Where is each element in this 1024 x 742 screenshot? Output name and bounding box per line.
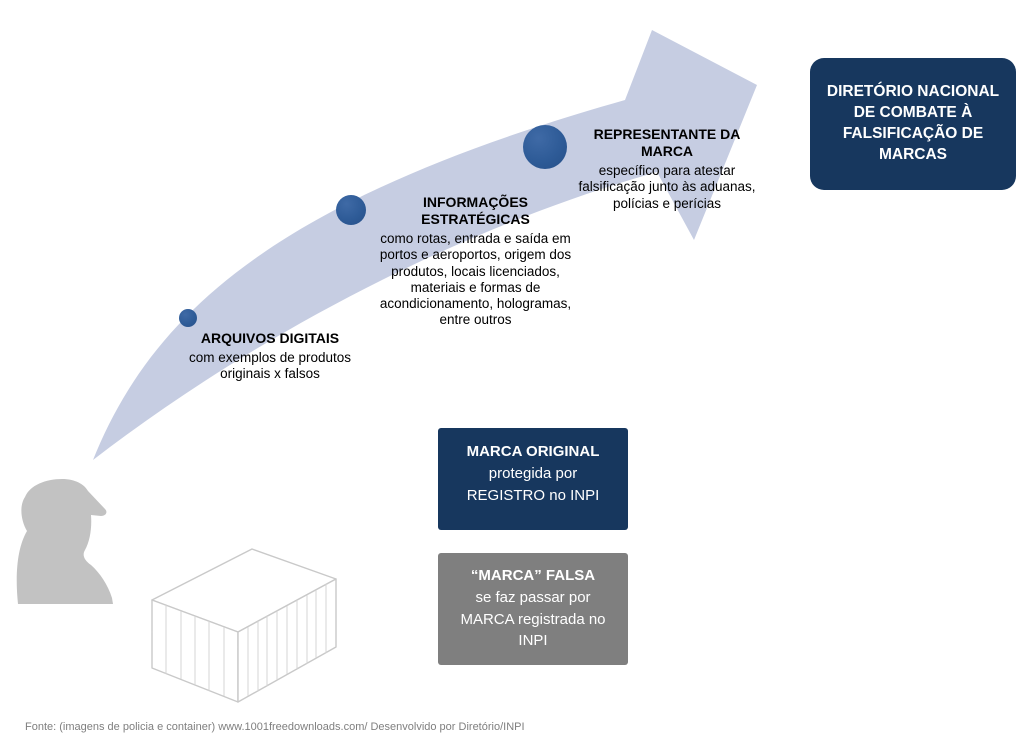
milestone-dot-2 [336,195,366,225]
marca-original-box: MARCA ORIGINAL protegida por REGISTRO no… [438,428,628,530]
milestone-arquivos-digitais: ARQUIVOS DIGITAIS com exemplos de produt… [175,330,365,382]
goal-box: DIRETÓRIO NACIONAL DE COMBATE À FALSIFIC… [810,58,1016,190]
milestone-representante-da-marca: REPRESENTANTE DA MARCA específico para a… [572,126,762,212]
marca-original-title: MARCA ORIGINAL [466,443,600,460]
shipping-container-shape [151,548,337,703]
marca-falsa-title: “MARCA” FALSA [470,567,596,584]
marca-falsa-body: se faz passar por MARCA registrada no IN… [460,588,606,650]
milestone-dot-3 [523,125,567,169]
milestone-2-label: INFORMAÇÕES ESTRATÉGICAS [421,194,530,228]
marca-falsa-box: “MARCA” FALSA se faz passar por MARCA re… [438,553,628,665]
source-note: Fonte: (imagens de policia e container) … [25,721,525,733]
milestone-3-description: específico para atestar falsificação jun… [578,163,756,211]
milestone-2-description: como rotas, entrada e saída em portos e … [379,231,572,328]
goal-box-label: DIRETÓRIO NACIONAL DE COMBATE À FALSIFIC… [826,83,1000,163]
milestone-informacoes-estrategicas: INFORMAÇÕES ESTRATÉGICAS como rotas, ent… [368,194,583,328]
milestone-3-label: REPRESENTANTE DA MARCA [593,126,741,160]
milestone-1-label: ARQUIVOS DIGITAIS [200,330,340,346]
milestone-dot-1 [179,309,197,327]
police-officer-shape [16,479,114,604]
marca-original-body: protegida por REGISTRO no INPI [466,464,600,504]
milestone-1-description: com exemplos de produtos originais x fal… [188,350,352,382]
shipping-container-ribs [165,584,327,696]
